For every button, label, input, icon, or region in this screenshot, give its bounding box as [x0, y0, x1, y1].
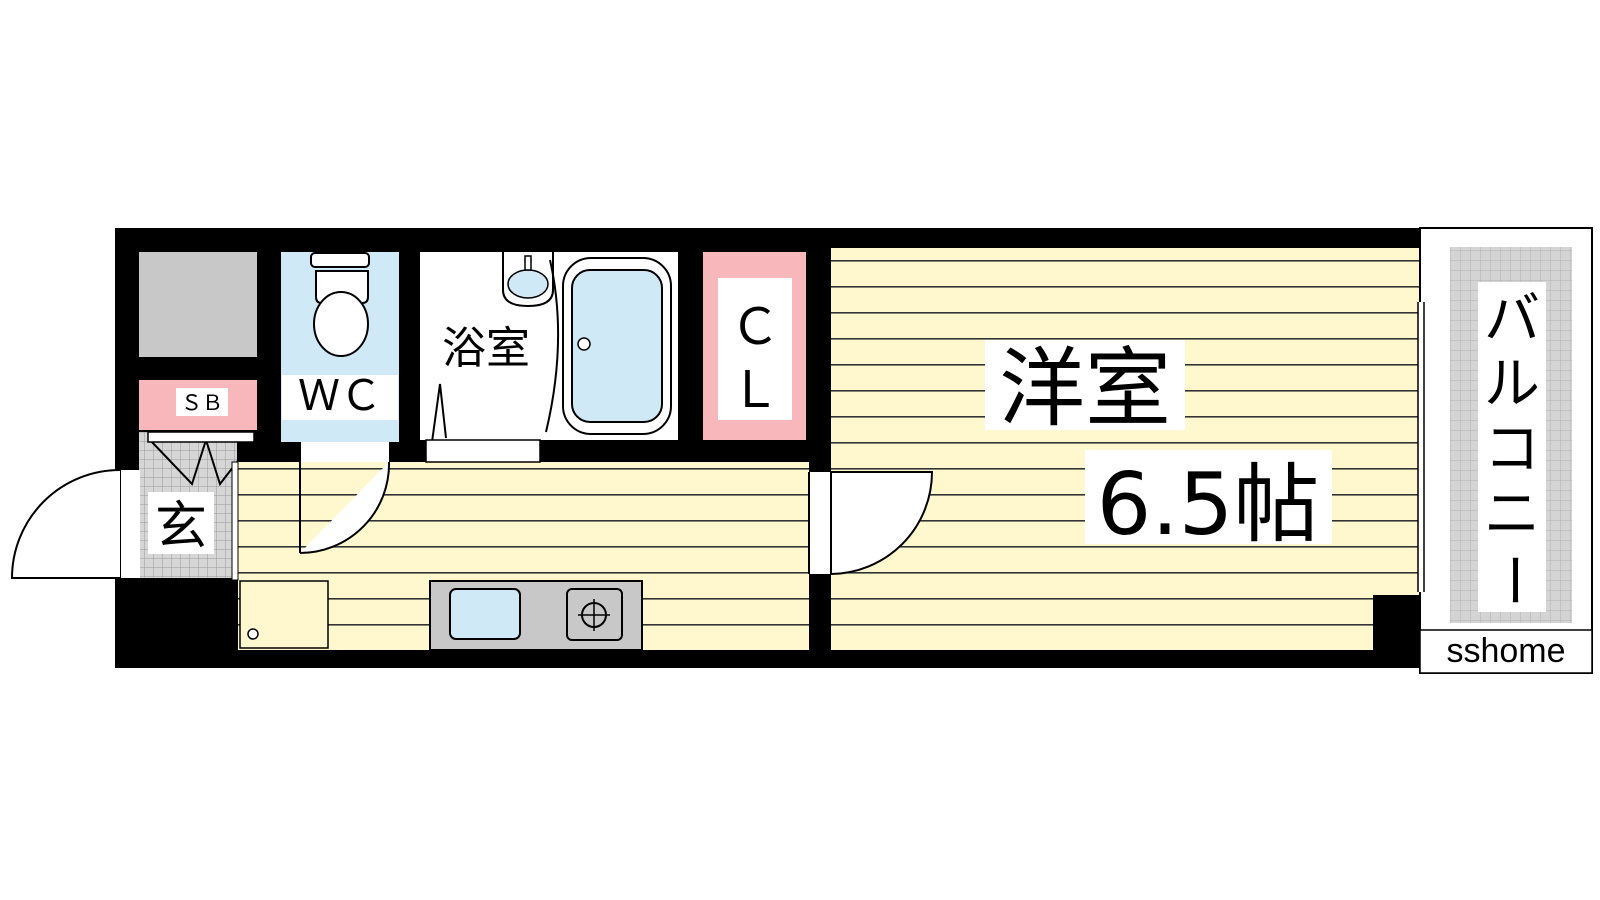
- watermark: sshome: [1446, 632, 1565, 670]
- shoe-box-label: ＳＢ: [181, 391, 223, 415]
- window: [1417, 302, 1425, 592]
- balcony-label: バ ル コ ニ ー: [1478, 282, 1546, 612]
- balcony-char-4: ニ: [1484, 482, 1540, 547]
- bathroom-label: 浴室: [442, 323, 530, 374]
- western-room-floor: [831, 248, 1419, 650]
- washbasin-icon: [502, 252, 554, 308]
- closet-label-c: Ｃ: [730, 298, 780, 356]
- fridge-space-icon: [239, 580, 329, 649]
- toilet-label: ＷＣ: [298, 371, 382, 420]
- room-door[interactable]: [808, 471, 934, 576]
- toilet-room: ＷＣ: [281, 252, 399, 442]
- closet-label-l: Ｌ: [730, 361, 780, 419]
- closet: Ｃ Ｌ: [703, 252, 806, 440]
- balcony-char-3: コ: [1484, 417, 1540, 482]
- entrance-label: 玄: [155, 497, 207, 557]
- storage-box: [139, 252, 257, 357]
- entrance: 玄: [139, 431, 255, 578]
- bathroom: 浴室: [420, 252, 678, 443]
- balcony-char-2: ル: [1484, 352, 1540, 417]
- stove-burner-icon: [566, 588, 623, 641]
- balcony-char-5: ー: [1480, 552, 1545, 608]
- balcony-char-1: バ: [1484, 287, 1540, 352]
- western-room-label: 洋室: [999, 339, 1171, 439]
- kitchen-counter: [429, 580, 643, 651]
- sink-icon: [449, 588, 521, 640]
- toilet-icon: [310, 252, 370, 357]
- bathtub-icon: [562, 257, 672, 435]
- toilet-door[interactable]: [299, 442, 391, 554]
- front-door[interactable]: [10, 469, 140, 579]
- western-room-size: 6.5帖: [1097, 455, 1320, 555]
